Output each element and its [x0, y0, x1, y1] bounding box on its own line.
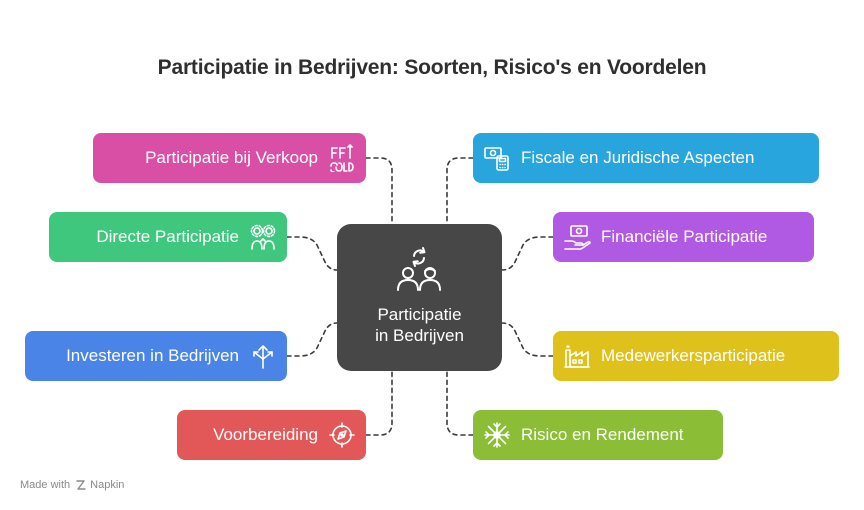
node-label-voorbereiding: Voorbereiding: [213, 425, 318, 444]
footer-brand: Napkin: [90, 479, 125, 491]
connector-risico: [446, 370, 474, 436]
growth-arrows-icon: [249, 342, 277, 370]
node-label-medewerkers: Medewerkersparticipatie: [601, 346, 786, 365]
connector-directe: [286, 236, 338, 271]
node-participatie-bij-verkoop[interactable]: Participatie bij Verkoop: [93, 133, 366, 183]
node-voorbereiding[interactable]: Voorbereiding: [177, 410, 366, 460]
connector-financiele: [501, 236, 554, 271]
node-label-financiele: Financiële Participatie: [601, 227, 768, 246]
connector-verkoop: [365, 157, 393, 225]
node-label-verkoop: Participatie bij Verkoop: [145, 148, 318, 167]
napkin-logo-icon: [75, 479, 87, 491]
factory-icon: [563, 342, 591, 370]
connector-medewerkers: [501, 322, 554, 357]
node-investeren-in-bedrijven[interactable]: Investeren in Bedrijven: [25, 331, 287, 381]
diagram-title: Participatie in Bedrijven: Soorten, Risi…: [157, 56, 707, 79]
target-compass-icon: [328, 421, 356, 449]
node-fiscale-juridische-aspecten[interactable]: Fiscale en Juridische Aspecten: [473, 133, 819, 183]
node-risico-en-rendement[interactable]: Risico en Rendement: [473, 410, 723, 460]
footer-credit[interactable]: Made with Napkin: [20, 479, 124, 491]
node-medewerkersparticipatie[interactable]: Medewerkersparticipatie: [553, 331, 839, 381]
center-label-line2: in Bedrijven: [375, 326, 464, 345]
node-financiele-participatie[interactable]: Financiële Participatie: [553, 212, 814, 262]
node-label-directe: Directe Participatie: [96, 227, 239, 246]
node-directe-participatie[interactable]: Directe Participatie: [49, 212, 287, 262]
snowflake-icon: [483, 421, 511, 449]
center-label-line1: Participatie: [377, 305, 462, 324]
hand-money-icon: [563, 223, 591, 251]
center-node[interactable]: Participatie in Bedrijven: [337, 224, 502, 371]
sold-sign-icon: [328, 144, 356, 172]
connector-investeren: [286, 322, 338, 357]
center-label: Participatie in Bedrijven: [337, 304, 502, 346]
footer-made-with: Made with: [20, 479, 71, 491]
connector-voorbereiding: [365, 370, 393, 436]
connector-fiscale: [446, 157, 474, 225]
team-gears-icon: [249, 223, 277, 251]
node-label-risico: Risico en Rendement: [521, 425, 684, 444]
node-label-investeren: Investeren in Bedrijven: [66, 346, 239, 365]
node-label-fiscale: Fiscale en Juridische Aspecten: [521, 148, 755, 167]
money-calculator-icon: [483, 144, 511, 172]
people-exchange-icon: [394, 244, 444, 292]
